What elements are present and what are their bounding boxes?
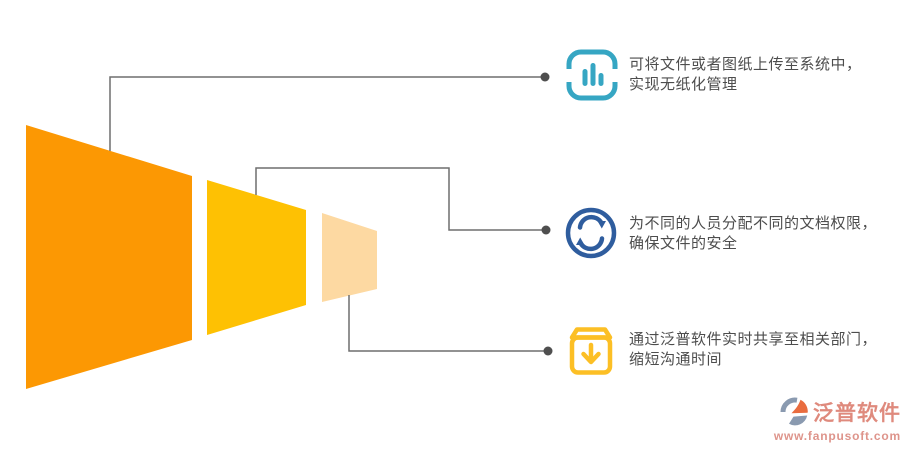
callout-upload-line2: 实现无纸化管理 bbox=[629, 76, 738, 93]
fanpu-logo[interactable]: 泛普软件 www.fanpusoft.com bbox=[774, 396, 901, 443]
callout-permissions-line2: 确保文件的安全 bbox=[629, 235, 738, 252]
callout-share: 通过泛普软件实时共享至相关部门， 缩短沟通时间 bbox=[629, 330, 909, 370]
callout-permissions: 为不同的人员分配不同的文档权限， 确保文件的安全 bbox=[629, 214, 909, 254]
funnel-stage-2 bbox=[207, 180, 306, 335]
fanpu-logo-icon bbox=[780, 397, 808, 426]
funnel-stage-3 bbox=[322, 213, 377, 302]
connector-line-1 bbox=[109, 76, 545, 151]
funnel-stage-1 bbox=[26, 125, 192, 389]
bar-chart-upload-icon bbox=[566, 49, 618, 101]
callout-share-line1: 通过泛普软件实时共享至相关部门， bbox=[629, 331, 878, 348]
connector-line-3 bbox=[348, 295, 548, 352]
connector-dot-2 bbox=[541, 225, 551, 235]
callout-upload: 可将文件或者图纸上传至系统中， 实现无纸化管理 bbox=[629, 55, 909, 95]
callout-permissions-line1: 为不同的人员分配不同的文档权限， bbox=[629, 215, 878, 232]
connector-dot-1 bbox=[540, 72, 550, 82]
connector-line-2 bbox=[255, 167, 546, 231]
callout-share-line2: 缩短沟通时间 bbox=[629, 351, 723, 368]
sync-icon bbox=[565, 207, 617, 259]
fanpu-logo-title: 泛普软件 bbox=[813, 402, 901, 425]
callout-upload-line1: 可将文件或者图纸上传至系统中， bbox=[629, 56, 862, 73]
box-download-icon bbox=[569, 327, 613, 375]
connector-dot-3 bbox=[543, 346, 553, 356]
fanpu-logo-url[interactable]: www.fanpusoft.com bbox=[773, 429, 901, 443]
